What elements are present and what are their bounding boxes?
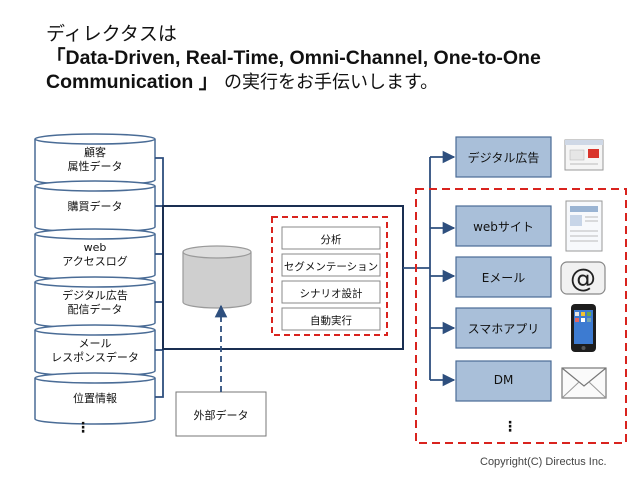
source-label-2: 購買データ [35,200,155,214]
source-label-4: デジタル広告 配信データ [35,289,155,317]
source-label-5-line1: メール [78,337,112,350]
channel-box-1 [455,136,552,178]
source-cylinder-4 [34,276,156,329]
source-label-4-line2: 配信データ [67,303,123,316]
source-label-4-line1: デジタル広告 [62,289,128,302]
source-cylinder-2 [34,180,156,233]
channel-label-3: Eメール [481,271,526,285]
step-label-1: 分析 [320,234,342,246]
source-cylinder-6 [34,372,156,425]
source-label-6: 位置情報 [35,392,155,406]
source-label-1-line1: 顧客 [84,146,106,159]
headline-line-3-bold: Communication 」 [46,71,219,93]
central-database [182,245,252,309]
external-data-label: 外部データ [193,409,249,422]
source-label-3: web アクセスログ [35,241,155,269]
step-label-2: セグメンテーション [283,261,379,273]
channels-ellipsis: ⋮ [503,419,517,435]
source-label-3-line1: web [83,241,107,254]
source-label-5: メール レスポンスデータ [35,337,155,365]
step-box-3 [281,280,381,304]
web-ad-icon [564,139,604,171]
process-steps [281,226,381,331]
channel-label-2: webサイト [473,220,534,234]
sources-ellipsis: ⋮ [76,420,90,436]
channel-label-1: デジタル広告 [467,151,540,165]
headline-line-1: ディレクタスは [46,23,177,45]
source-label-2-line1: 購買データ [67,200,123,213]
copyright-text: Copyright(C) Directus Inc. [480,456,607,468]
process-dashed-box [271,216,388,336]
headline-line-3: Communication 」 の実行をお手伝いします。 [46,70,626,95]
smartphone-icon [571,304,596,352]
source-connectors [155,157,164,398]
external-data-box [175,391,267,437]
source-label-1-line2: 属性データ [67,160,123,173]
output-connectors [403,150,456,387]
source-cylinder-1 [34,133,156,186]
svg-text:@: @ [570,264,596,294]
source-label-5-line2: レスポンスデータ [51,351,139,364]
step-box-1 [281,226,381,250]
source-label-3-line2: アクセスログ [62,255,128,268]
source-label-6-line1: 位置情報 [73,392,117,405]
channel-boxes [455,136,552,402]
source-label-1: 顧客 属性データ [35,146,155,174]
headline-line-3-tail: の実行をお手伝いします。 [218,72,439,93]
channel-label-5: DM [493,373,514,387]
channel-box-5 [455,360,552,402]
envelope-icon [561,367,607,399]
headline: ディレクタスは 「Data-Driven, Real-Time, Omni-Ch… [46,22,626,95]
channel-box-2 [455,205,552,247]
channel-label-4: スマホアプリ [467,322,540,336]
channel-box-3 [455,256,552,298]
step-label-3: シナリオ設計 [299,288,363,300]
step-label-4: 自動実行 [310,315,352,327]
channel-box-4 [455,307,552,349]
source-cylinders [34,133,156,425]
headline-line-2: 「Data-Driven, Real-Time, Omni-Channel, O… [46,47,541,69]
source-bus-line [155,157,164,398]
step-box-4 [281,307,381,331]
source-cylinder-5 [34,324,156,377]
channels-dashed-box [415,188,627,444]
website-icon [565,200,603,252]
email-at-icon: @ [560,261,606,295]
step-box-2 [281,253,381,277]
